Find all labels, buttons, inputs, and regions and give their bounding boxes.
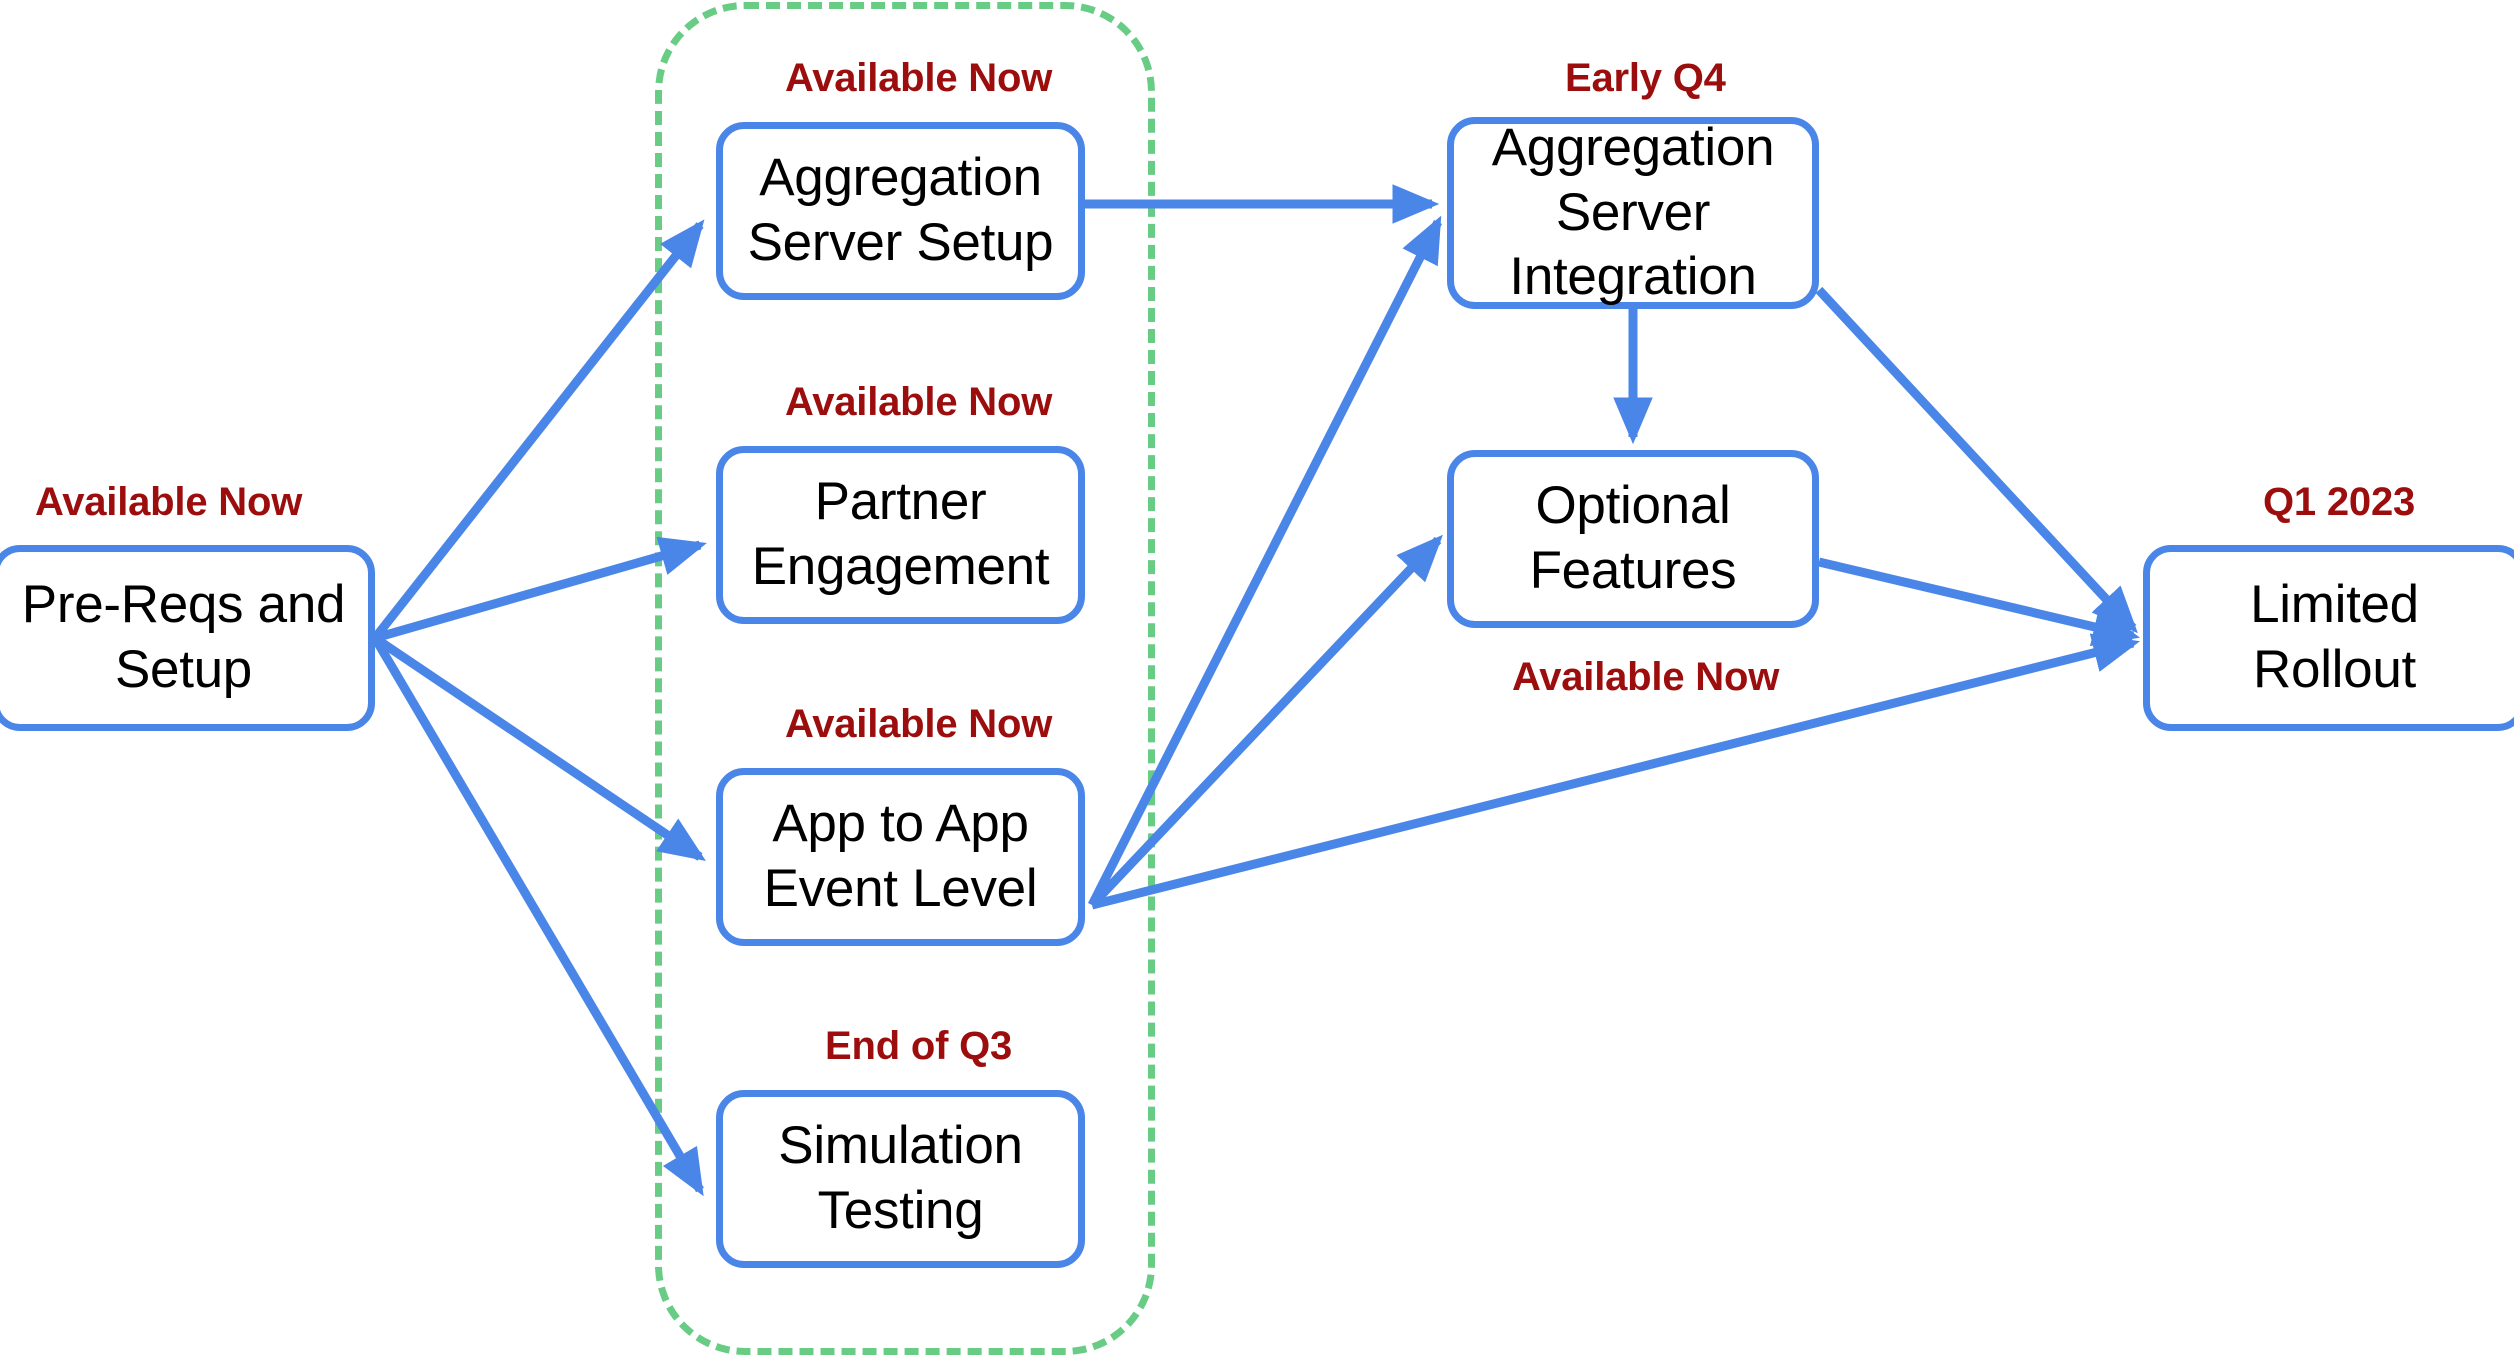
node-limited-rollout[interactable]: Limited Rollout [2143,545,2514,731]
timing-label-aggregation-server-integration: Early Q4 [1565,56,1726,100]
timing-label-limited-rollout: Q1 2023 [2263,480,2416,524]
timing-label-partner-engagement: Available Now [785,380,1053,424]
node-label-pre-reqs: Pre-Reqs and Setup [21,575,346,699]
node-partner-engagement[interactable]: Partner Engagement [716,446,1085,624]
node-aggregation-server-integration[interactable]: Aggregation Server Integration [1447,117,1819,309]
timing-label-optional-features: Available Now [1512,655,1780,699]
timing-label-pre-reqs: Available Now [35,480,303,524]
edge-pre-reqs-to-app-to-app-event-level [372,634,706,862]
node-label-optional-features: Optional Features [1529,476,1737,600]
node-simulation-testing[interactable]: Simulation Testing [716,1090,1085,1268]
node-optional-features[interactable]: Optional Features [1447,450,1819,628]
node-aggregation-server-setup[interactable]: Aggregation Server Setup [716,122,1085,300]
node-app-to-app-event-level[interactable]: App to App Event Level [716,768,1085,946]
edge-pre-reqs-to-aggregation-server-setup [371,219,705,641]
timing-label-simulation-testing: End of Q3 [825,1024,1013,1068]
edge-optional-features-to-limited-rollout [1817,557,2141,647]
node-label-aggregation-server-setup: Aggregation Server Setup [747,148,1054,272]
edge-aggregation-server-integration-to-limited-rollout [1815,286,2138,634]
node-pre-reqs[interactable]: Pre-Reqs and Setup [0,545,375,731]
node-label-app-to-app-event-level: App to App Event Level [763,794,1038,918]
node-label-aggregation-server-integration: Aggregation Server Integration [1491,118,1775,307]
timing-label-app-to-app-event-level: Available Now [785,702,1053,746]
node-label-limited-rollout: Limited Rollout [2250,575,2419,699]
edge-pre-reqs-to-simulation-testing [371,635,704,1197]
timing-label-aggregation-server-setup: Available Now [785,56,1053,100]
node-label-partner-engagement: Partner Engagement [751,472,1050,596]
edge-pre-reqs-to-partner-engagement [373,536,707,643]
node-label-simulation-testing: Simulation Testing [778,1116,1023,1240]
